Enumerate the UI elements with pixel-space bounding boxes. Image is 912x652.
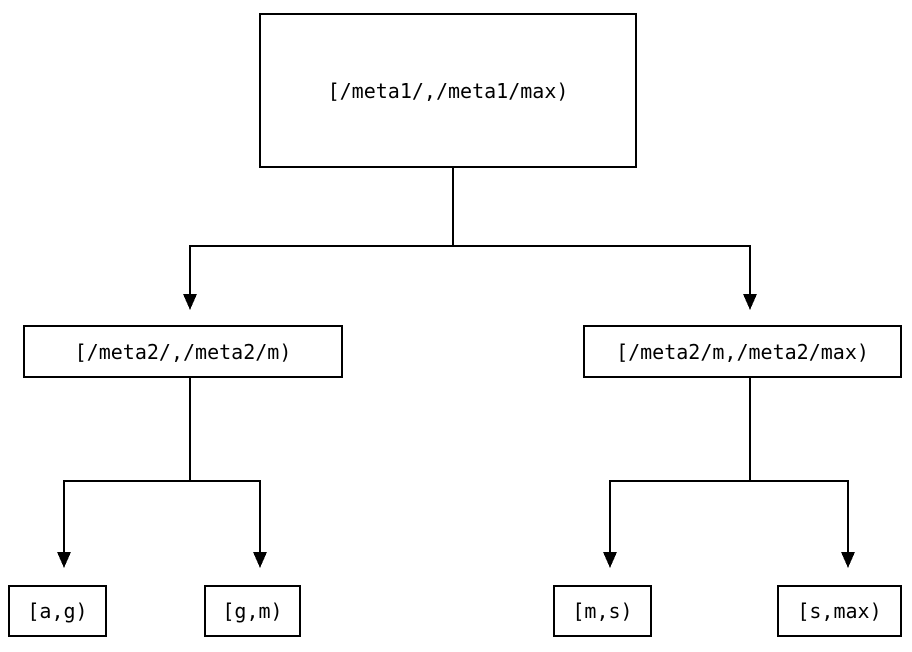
- arrowhead-icon: [253, 552, 267, 568]
- node-leaf-a-g: [a,g): [8, 585, 107, 637]
- arrowhead-icon: [57, 552, 71, 568]
- arrowhead-icon: [841, 552, 855, 568]
- node-label: [g,m): [222, 599, 283, 623]
- node-label: [s,max): [797, 599, 882, 623]
- arrowhead-icon: [743, 294, 757, 310]
- node-leaf-g-m: [g,m): [204, 585, 301, 637]
- node-leaf-m-s: [m,s): [553, 585, 652, 637]
- node-label: [/meta2/,/meta2/m): [74, 339, 292, 364]
- node-label: [a,g): [27, 599, 88, 623]
- node-left-interval: [/meta2/,/meta2/m): [23, 325, 343, 378]
- arrowhead-icon: [603, 552, 617, 568]
- node-label: [/meta1/,/meta1/max): [327, 78, 569, 103]
- node-label: [/meta2/m,/meta2/max): [616, 339, 869, 364]
- arrowhead-icon: [183, 294, 197, 310]
- node-root-interval: [/meta1/,/meta1/max): [259, 13, 637, 168]
- node-leaf-s-max: [s,max): [777, 585, 902, 637]
- node-right-interval: [/meta2/m,/meta2/max): [583, 325, 902, 378]
- node-label: [m,s): [572, 599, 633, 623]
